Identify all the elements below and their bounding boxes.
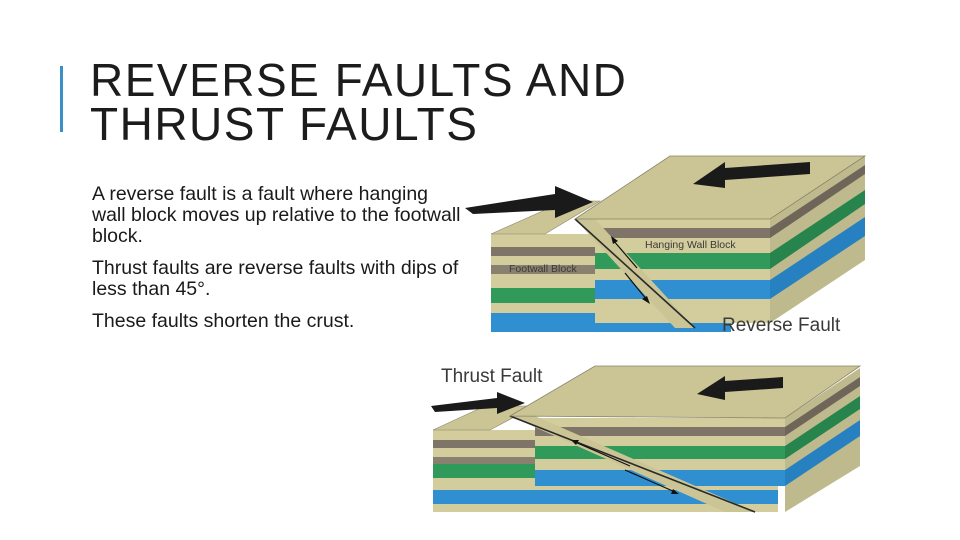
reverse-slip-line-2 [624,272,648,301]
slide-title-line-2: THRUST FAULTS [90,98,479,150]
reverse-hanging-wall-layers [595,219,770,323]
slide-title: REVERSE FAULTS AND THRUST FAULTS [90,54,628,150]
footwall-label: Footwall Block [509,263,577,275]
thrust-right-face [785,368,860,512]
thrust-slip-arrow-1 [571,440,579,445]
reverse-slip-arrow-1 [611,236,618,244]
fault-diagram: Hanging Wall Block Footwall Block Revers… [425,148,875,523]
paragraph-thrust-fault-definition: Thrust faults are reverse faults with di… [92,257,459,300]
reverse-fault-line [574,218,696,329]
slide-body: A reverse fault is a fault where hanging… [92,184,464,343]
black-arrow-left-icon [693,162,810,188]
title-accent-bar [60,66,63,132]
thrust-fault-block: Thrust Fault [431,365,862,513]
fault-diagram-svg: Hanging Wall Block Footwall Block Revers… [431,155,867,513]
reverse-fault-block: Hanging Wall Block Footwall Block Revers… [465,155,867,336]
thrust-right-face-layers [785,377,860,486]
thrust-slip-arrow-2 [671,489,679,494]
thrust-slip-line-1 [574,441,631,467]
paragraph-crust-shortening: These faults shorten the crust. [92,310,355,332]
reverse-slip-arrow-2 [642,296,650,304]
thrust-fault-title: Thrust Fault [441,366,543,387]
black-arrow-right-icon [465,186,593,218]
black-arrow-right-icon [431,392,525,414]
reverse-right-face-layers [770,165,865,299]
slide-title-line-1: REVERSE FAULTS AND [90,54,628,106]
reverse-slip-line-1 [612,239,638,269]
black-arrow-left-icon [697,376,783,400]
thrust-fault-line [509,415,756,513]
hanging-wall-label: Hanging Wall Block [645,239,736,251]
thrust-slip-line-2 [624,469,676,493]
paragraph-reverse-fault-definition: A reverse fault is a fault where hanging… [92,183,461,247]
reverse-fault-title: Reverse Fault [722,315,841,336]
